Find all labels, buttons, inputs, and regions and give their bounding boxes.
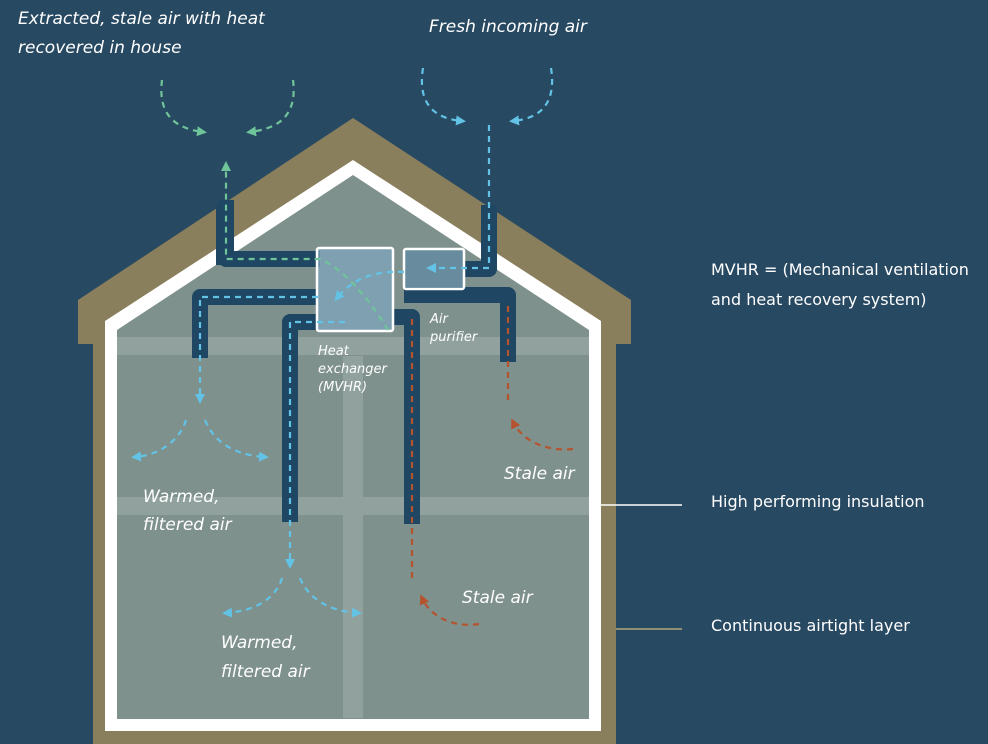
ceiling-band xyxy=(117,337,589,355)
fresh-intake-path xyxy=(426,125,491,273)
stale-in-upper xyxy=(511,418,574,451)
extract-out-left xyxy=(160,79,207,137)
supply-center-path xyxy=(285,320,345,569)
extract-out-right xyxy=(246,79,295,137)
warmed-air-split-lower-right xyxy=(298,577,362,618)
airtight-callout-label: Continuous airtight layer xyxy=(711,616,910,635)
warmed-air-split-upper-right xyxy=(203,419,269,462)
air-purifier-label-line2: purifier xyxy=(430,330,478,345)
warmed-air-lower-label-line1: Warmed, xyxy=(221,633,298,653)
stale-air-flows xyxy=(410,304,574,626)
fresh-air-arrow-right xyxy=(509,67,554,126)
purifier-to-exchanger xyxy=(334,270,405,302)
insulation-callout-label: High performing insulation xyxy=(711,492,925,511)
warmed-air-upper-label-line1: Warmed, xyxy=(143,487,220,507)
warmed-air-lower-label-line2: filtered air xyxy=(221,662,310,682)
warmed-air-split-lower-left xyxy=(222,577,284,618)
stale-in-lower xyxy=(419,594,480,626)
extracted-air-label-line1: Extracted, stale air with heat xyxy=(18,9,265,29)
fresh-air-arrow-left xyxy=(420,67,466,126)
fresh-incoming-air-label: Fresh incoming air xyxy=(429,17,587,37)
extract-path xyxy=(221,161,389,331)
warmed-air-upper-label-line2: filtered air xyxy=(143,515,232,535)
mvhr-callout-line1: MVHR = (Mechanical ventilation xyxy=(711,260,969,279)
heat-exchanger-label-line1: Heat xyxy=(318,344,349,359)
warmed-air-split-upper-left xyxy=(131,419,188,462)
fresh-air-flows xyxy=(131,67,554,618)
stale-air-lower-label: Stale air xyxy=(462,588,533,608)
heat-exchanger-label-line3: (MVHR) xyxy=(318,380,368,395)
heat-exchanger-label-line2: exchanger xyxy=(318,362,387,377)
extract-air-flows xyxy=(160,79,389,331)
center-post xyxy=(343,356,363,718)
stale-air-upper-label: Stale air xyxy=(504,464,575,484)
extracted-air-label-line2: recovered in house xyxy=(18,38,182,58)
air-purifier-label-line1: Air xyxy=(430,312,448,327)
mvhr-callout-line2: and heat recovery system) xyxy=(711,290,927,309)
